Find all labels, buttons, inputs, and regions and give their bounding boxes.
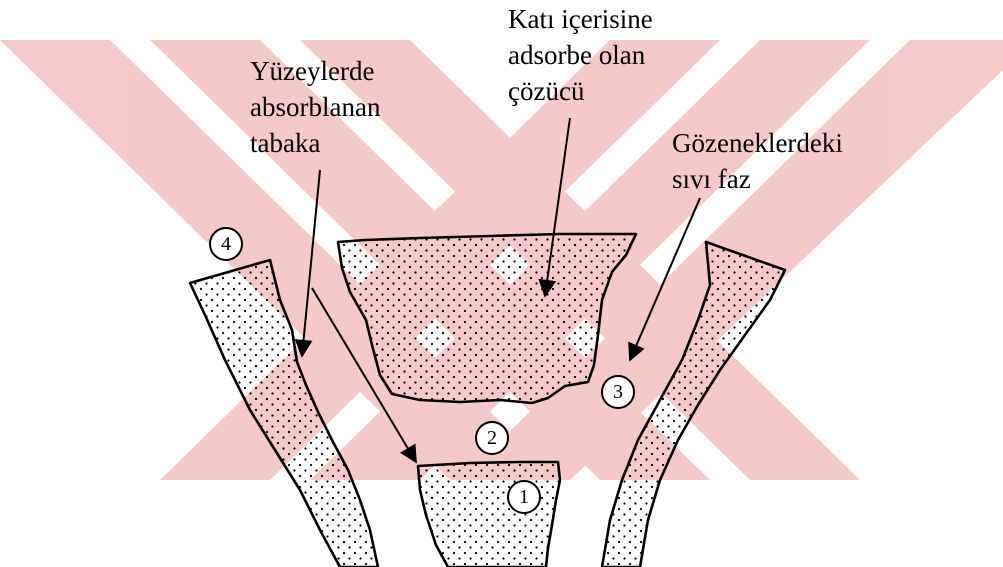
label-pore-liquid-line-2: sıvı faz — [672, 164, 751, 194]
lower-solid-particle — [418, 462, 560, 567]
label-surface-layer-line-3: tabaka — [250, 128, 320, 158]
marker-2-label: 2 — [487, 427, 497, 449]
label-surface-layer-line-2: absorblanan — [250, 92, 381, 122]
label-adsorbed-solvent-line-1: Katı içerisine — [508, 4, 653, 34]
label-pore-liquid-line-1: Gözeneklerdeki — [672, 128, 843, 158]
label-surface-layer-line-1: Yüzeylerde — [250, 56, 374, 86]
label-adsorbed-solvent-line-2: adsorbe olan — [508, 40, 646, 70]
marker-4: 4 — [210, 228, 242, 260]
marker-1: 1 — [508, 481, 540, 513]
marker-4-label: 4 — [221, 233, 231, 255]
marker-3: 3 — [602, 376, 634, 408]
marker-1-label: 1 — [519, 486, 529, 508]
marker-3-label: 3 — [613, 381, 623, 403]
label-adsorbed-solvent-line-3: çözücü — [508, 76, 585, 106]
marker-2: 2 — [476, 422, 508, 454]
